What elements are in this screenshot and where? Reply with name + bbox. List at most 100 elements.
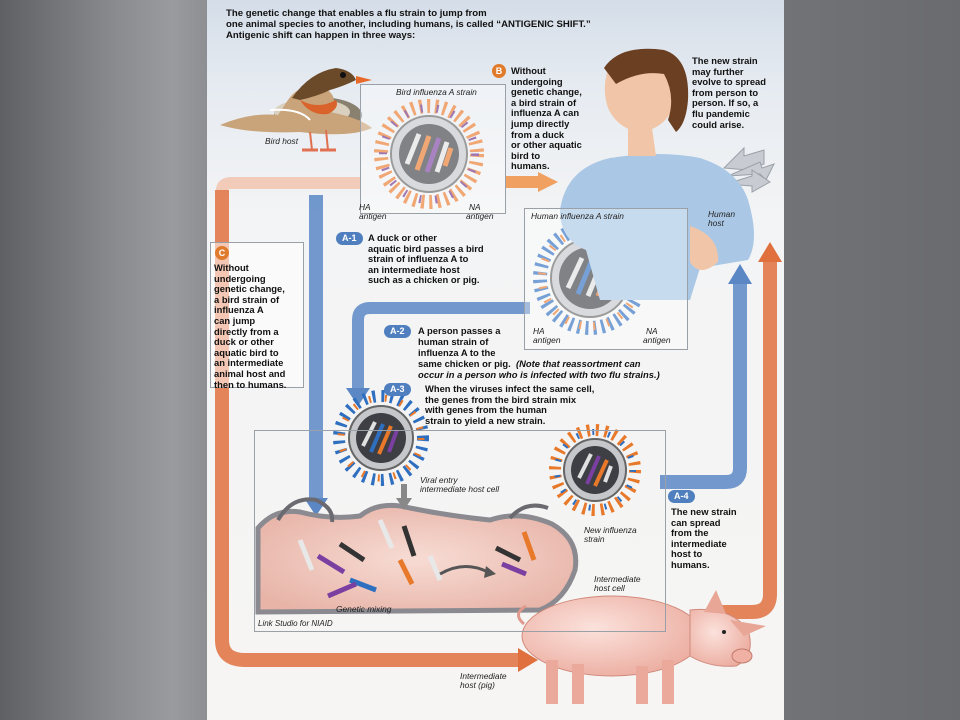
bird-na-label-1: NA (469, 202, 481, 212)
step-c-line-2: undergoing (214, 272, 266, 284)
step-c-line-11: animal host and (214, 367, 286, 379)
genetic-mixing-label: Genetic mixing (336, 604, 392, 614)
step-b-line-3: genetic change, (511, 86, 582, 98)
step-c-line-7: directly from a (214, 325, 279, 337)
cell-region-box (254, 430, 666, 632)
bird-ha-label-2: antigen (359, 211, 387, 221)
step-a1-line-4: an intermediate host (368, 263, 460, 275)
new-strain-label-1: New influenza (584, 525, 637, 535)
step-c-line-9: aquatic bird to (214, 346, 279, 358)
human-strain-label: Human influenza A strain (531, 211, 624, 221)
path-a2-arrow (352, 302, 530, 390)
human-illustration (560, 48, 754, 300)
step-a3-line-4: strain to yield a new strain. (425, 414, 546, 426)
duck-illustration (220, 68, 372, 152)
step-a1-line-3: strain of influenza A to (368, 253, 469, 265)
step-a2-note-2: occur in a person who is infected with t… (418, 369, 660, 380)
pandemic-line-7: could arise. (692, 118, 745, 130)
pandemic-line-5: person. If so, a (692, 97, 759, 109)
step-a2-note-1: (Note that reassortment can (516, 358, 641, 369)
bird-na-label-2: antigen (466, 211, 494, 221)
step-a4-line-1: The new strain (671, 506, 737, 517)
step-c-line-5: influenza A (214, 304, 264, 316)
step-b-line-1: Without (511, 65, 546, 76)
header-line-2: one animal species to another, including… (226, 19, 591, 30)
step-b-line-2: undergoing (511, 75, 563, 87)
step-c-line-10: an intermediate (214, 357, 284, 369)
step-a3-line-3: with genes from the human (425, 404, 547, 416)
pandemic-line-3: evolve to spread (692, 76, 766, 88)
human-ha-label-1: HA (533, 326, 545, 336)
step-a3-text: When the viruses infect the same cell,th… (425, 383, 595, 426)
path-c-arrow (215, 190, 520, 667)
bird-virus (374, 99, 484, 209)
new-strain-virus (549, 424, 641, 516)
step-a1-line-1: A duck or other (368, 232, 437, 243)
human-host-label-1: Human (708, 209, 735, 219)
new-strain-label-2: strain (584, 534, 605, 544)
mixed-virus-a3 (333, 390, 429, 486)
pandemic-line-1: The new strain (692, 55, 758, 66)
step-a2-line-2: human strain of (418, 336, 489, 347)
step-c-badge: C (215, 246, 229, 260)
step-a2-line-4: same chicken or pig. (418, 358, 511, 369)
step-c-line-4: a bird strain of (214, 293, 280, 305)
step-a1-line-2: aquatic bird passes a bird (368, 242, 484, 254)
step-b-line-7: from a duck (511, 128, 565, 140)
path-a4-orange (712, 258, 777, 619)
pig-illustration (517, 590, 766, 704)
pandemic-arrows (722, 146, 775, 193)
human-host-label-2: host (708, 218, 724, 228)
step-a2-line-1: A person passes a (418, 325, 501, 336)
step-a2-line-3: influenza A to the (418, 347, 496, 358)
step-a4-line-6: humans. (671, 558, 710, 570)
step-b-badge: B (492, 64, 506, 78)
bird-strain-box (360, 84, 506, 214)
step-c-line-12: then to humans. (214, 378, 287, 390)
host-cell (255, 502, 579, 615)
step-b-line-6: jump directly (511, 117, 570, 129)
pandemic-line-4: from person to (692, 86, 759, 98)
step-a4-line-5: host to (671, 548, 703, 560)
pig-label-1: Intermediate (460, 671, 507, 681)
pig-label-2: host (pig) (460, 680, 495, 690)
step-c-line-8: duck or other (214, 336, 274, 348)
step-a4-badge: A-4 (668, 490, 695, 503)
viral-entry-label-1: Viral entry (420, 475, 458, 485)
gene-segments (297, 519, 537, 599)
human-strain-box (524, 208, 688, 350)
step-b-line-8: or other aquatic (511, 139, 582, 151)
pandemic-line-6: flu pandemic (692, 107, 750, 119)
human-ha-label-2: antigen (533, 335, 561, 345)
step-a4-line-2: can spread (671, 516, 721, 528)
step-c-line-1: Without (214, 262, 249, 273)
step-a1-line-5: such as a chicken or pig. (368, 274, 480, 286)
bird-host-label: Bird host (265, 136, 299, 146)
step-b-line-4: a bird strain of (511, 96, 577, 108)
credit-label: Link Studio for NIAID (258, 619, 333, 628)
bird-ha-label-1: HA (359, 202, 371, 212)
step-a1-badge: A-1 (336, 232, 363, 245)
step-c-line-6: can jump (214, 314, 256, 326)
int-cell-label-2: host cell (594, 583, 625, 593)
human-na-label-2: antigen (643, 335, 671, 345)
viral-entry-label-2: intermediate host cell (420, 484, 500, 494)
int-cell-label-1: Intermediate (594, 574, 641, 584)
step-a4-line-4: intermediate (671, 537, 727, 549)
human-na-label-1: NA (646, 326, 658, 336)
step-a3-line-1: When the viruses infect the same cell, (425, 383, 595, 394)
header-line-3: Antigenic shift can happen in three ways… (226, 30, 416, 41)
step-c-line-3: genetic change, (214, 283, 285, 295)
header-line-1: The genetic change that enables a flu st… (226, 8, 487, 19)
step-a3-line-2: the genes from the bird strain mix (425, 393, 577, 405)
step-a3-badge: A-3 (384, 383, 411, 396)
step-c-box (210, 242, 304, 388)
step-b-line-9: bird to (511, 149, 541, 161)
bird-strain-label: Bird influenza A strain (396, 87, 477, 97)
